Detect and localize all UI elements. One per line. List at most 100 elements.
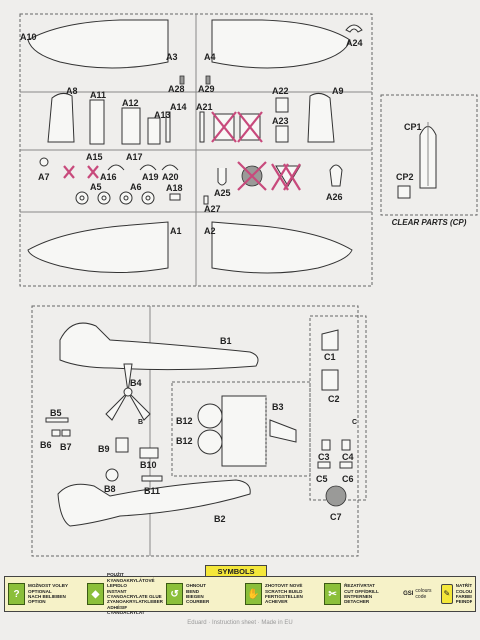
label-a5: A5 <box>90 182 102 192</box>
label-c4: C4 <box>342 452 354 462</box>
label-a19: A19 <box>142 172 159 182</box>
label-c2: C2 <box>328 394 340 404</box>
wheel-1-hub <box>79 195 85 201</box>
not-used-cross-3 <box>271 163 301 191</box>
symbol-cut-off: ✂ ŘEZAT/VRTAT CUT OFF/DRILL ENTFERNEN DE… <box>324 583 403 605</box>
sprue-letter-b: B <box>138 419 143 426</box>
symbol-scratch-build: ✋ ZHOTOVIT NOVÉ SCRATCH BUILD FERTIGSTEL… <box>245 583 324 605</box>
part-b6-shape <box>51 429 61 437</box>
part-b7-shape <box>61 429 71 437</box>
question-icon: ? <box>8 583 25 605</box>
label-b12-bottom: B12 <box>176 436 193 446</box>
gsi-sub: colours code <box>415 588 432 600</box>
part-a28-shape <box>179 75 185 85</box>
part-b12-bottom-shape <box>197 429 223 455</box>
symbol-gsi: GSI colours code ✎ NATŘÍT COLOUR FARBEN … <box>403 583 472 605</box>
part-b12-top-shape <box>197 403 223 429</box>
fin-left <box>47 92 75 143</box>
symbols-legend: ? MOŽNOST VOLBY OPTIONAL NACH BELIEBEN O… <box>4 572 476 615</box>
propeller-hub <box>123 387 133 397</box>
part-a19-shape <box>139 164 157 171</box>
label-a12: A12 <box>122 98 139 108</box>
label-a3: A3 <box>166 52 178 62</box>
label-b3: B3 <box>272 402 284 412</box>
label-b2: B2 <box>214 514 226 524</box>
propeller-blade-3 <box>127 391 151 421</box>
part-a23-shape <box>275 125 289 143</box>
part-c7-shape <box>325 485 347 507</box>
symbol-glue: ◆ POUŽIT KYANOAKRYLÁTOVÉ LEPIDLO INSTANT… <box>87 572 166 615</box>
part-a27-shape <box>203 195 209 205</box>
label-c3: C3 <box>318 452 330 462</box>
label-a29: A29 <box>198 84 215 94</box>
label-a2: A2 <box>204 226 216 236</box>
part-c2-shape <box>321 369 339 391</box>
part-a11-shape <box>89 99 105 145</box>
part-a25-shape <box>217 168 227 186</box>
label-a20: A20 <box>162 172 179 182</box>
part-a14-shape <box>165 111 171 143</box>
label-a23: A23 <box>272 116 289 126</box>
label-a24: A24 <box>346 38 363 48</box>
label-a15: A15 <box>86 152 103 162</box>
label-b7: B7 <box>60 442 72 452</box>
part-a22-shape <box>275 97 289 113</box>
label-a9: A9 <box>332 86 344 96</box>
label-c6: C6 <box>342 474 354 484</box>
part-a7-shape <box>39 157 49 167</box>
sprue-b-inner-frame <box>171 381 311 477</box>
label-c5: C5 <box>316 474 328 484</box>
bend-arrow-icon: ↺ <box>166 583 184 605</box>
label-b6: B6 <box>40 440 52 450</box>
not-used-cross-a15 <box>63 165 75 179</box>
part-b3-tab <box>269 419 297 443</box>
label-a27: A27 <box>204 204 221 214</box>
fuselage-left-half <box>59 322 259 371</box>
part-b5-shape <box>45 417 69 423</box>
wing-upper-right <box>211 19 351 69</box>
label-a28: A28 <box>168 84 185 94</box>
label-b12-top: B12 <box>176 416 193 426</box>
label-a1: A1 <box>170 226 182 236</box>
symbol-bend: ↺ OHNOUT BEND BIEGEN COURBER <box>166 583 245 605</box>
fin-right <box>307 92 335 143</box>
label-a26: A26 <box>326 192 343 202</box>
sprue-letter-c: C <box>352 419 357 426</box>
symbol-cut-off-text: ŘEZAT/VRTAT CUT OFF/DRILL ENTFERNEN DETA… <box>344 583 379 605</box>
not-used-cross-1 <box>211 111 237 143</box>
part-a21-shape <box>199 111 205 143</box>
label-a22: A22 <box>272 86 289 96</box>
part-a24-shape <box>345 24 363 33</box>
wing-lower-left <box>27 221 169 274</box>
part-c3-shape <box>321 439 331 451</box>
part-b11-shape <box>141 475 163 482</box>
label-cp2: CP2 <box>396 172 414 182</box>
wing-lower-right <box>211 221 353 274</box>
part-a17-shape <box>107 164 125 171</box>
part-c1-shape <box>321 329 339 351</box>
sprue-b-frame <box>31 305 359 557</box>
glue-drop-icon: ◆ <box>87 583 105 605</box>
label-b9: B9 <box>98 444 110 454</box>
gsi-label: GSI <box>403 591 414 597</box>
wheel-4-hub <box>145 195 151 201</box>
paint-pot-icon: ✎ <box>441 584 453 604</box>
label-c7: C7 <box>330 512 342 522</box>
part-a12-shape <box>121 107 141 145</box>
part-a13-shape <box>147 117 161 145</box>
footer-note: Eduard · Instruction sheet · Made in EU <box>187 620 293 626</box>
sprue-diagram: A10 A3 A4 A24 A28 A29 A8 A11 A12 A13 A14… <box>19 13 478 557</box>
wheel-2-hub <box>101 195 107 201</box>
label-b4: B4 <box>130 378 142 388</box>
clear-part-cp2-shape <box>397 185 411 199</box>
label-a4: A4 <box>204 52 216 62</box>
fuselage-right-half <box>57 479 251 527</box>
cut-icon: ✂ <box>324 583 342 605</box>
label-a11: A11 <box>90 90 106 100</box>
label-a17: A17 <box>126 152 143 162</box>
part-b9-shape <box>115 437 129 453</box>
symbol-optional-text: MOŽNOST VOLBY OPTIONAL NACH BELIEBEN OPT… <box>28 583 69 605</box>
clear-parts-caption: CLEAR PARTS (CP) <box>391 218 467 227</box>
label-b10: B10 <box>140 460 157 470</box>
label-a10: A10 <box>20 32 37 42</box>
